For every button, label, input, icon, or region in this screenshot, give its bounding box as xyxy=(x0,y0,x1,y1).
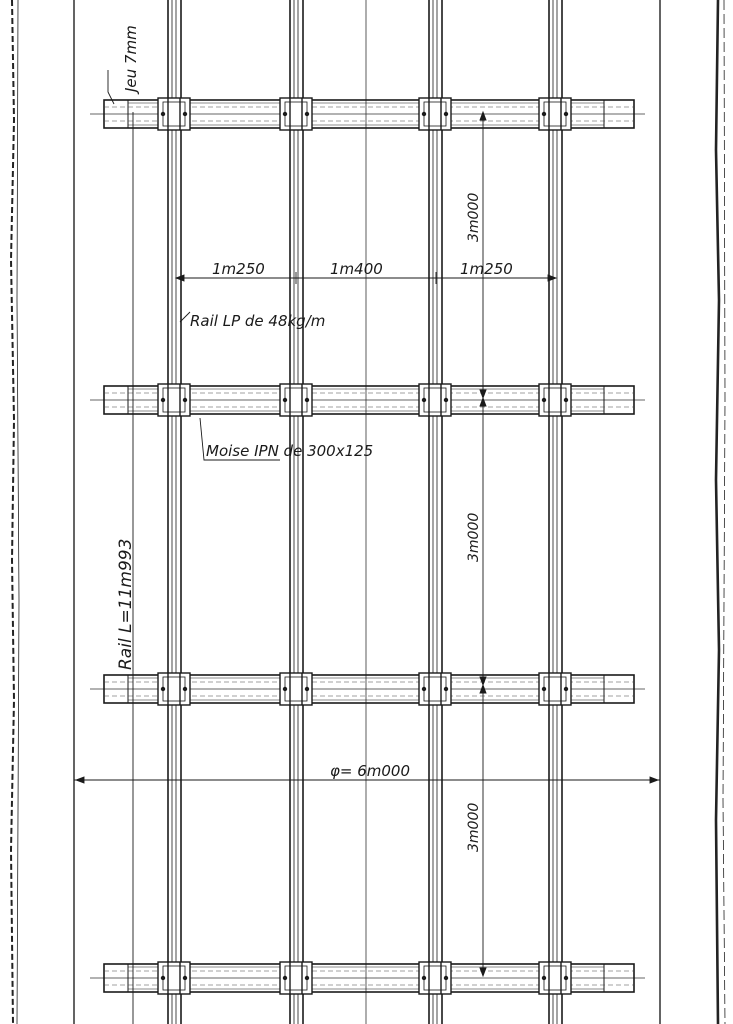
rail-clamp xyxy=(538,383,572,417)
rails xyxy=(167,0,563,1024)
span-left-label: 1m250 xyxy=(212,260,265,278)
rail-clamp xyxy=(538,961,572,995)
cross-beams xyxy=(90,97,645,995)
rail-clamp xyxy=(418,97,452,131)
dimension-lines xyxy=(74,70,660,1024)
rail-type-label: Rail LP de 48kg/m xyxy=(190,312,325,330)
rail-clamp xyxy=(157,961,191,995)
rail-1 xyxy=(167,0,182,1024)
beam-spacing-label-3: 3m000 xyxy=(466,803,482,852)
rail-3 xyxy=(428,0,443,1024)
beam-spacing-label-1: 3m000 xyxy=(466,193,482,242)
cross-beam xyxy=(90,383,645,417)
rail-clamp xyxy=(418,383,452,417)
cross-beam xyxy=(90,961,645,995)
beam-spacing-label-2: 3m000 xyxy=(466,513,482,562)
rail-4 xyxy=(548,0,563,1024)
cross-beam xyxy=(90,672,645,706)
diameter-label: φ= 6m000 xyxy=(330,762,410,780)
span-middle-label: 1m400 xyxy=(330,260,383,278)
rail-clamp xyxy=(279,672,313,706)
rail-2 xyxy=(289,0,304,1024)
drawing-frame xyxy=(9,0,726,1024)
rail-clamp xyxy=(157,672,191,706)
rail-clamp xyxy=(279,383,313,417)
rail-clamp xyxy=(538,672,572,706)
rail-clamp xyxy=(418,961,452,995)
clearance-label: Jeu 7mm xyxy=(122,25,140,95)
rail-clamp xyxy=(279,97,313,131)
rail-clamp xyxy=(157,97,191,131)
span-right-label: 1m250 xyxy=(460,260,513,278)
rail-clamp xyxy=(418,672,452,706)
rail-clamp xyxy=(157,383,191,417)
rail-clamp xyxy=(538,97,572,131)
cross-beam xyxy=(90,97,645,131)
rail-length-label: Rail L=11m993 xyxy=(116,539,136,670)
beam-type-label: Moise IPN de 300x125 xyxy=(206,442,373,460)
rail-clamp xyxy=(279,961,313,995)
